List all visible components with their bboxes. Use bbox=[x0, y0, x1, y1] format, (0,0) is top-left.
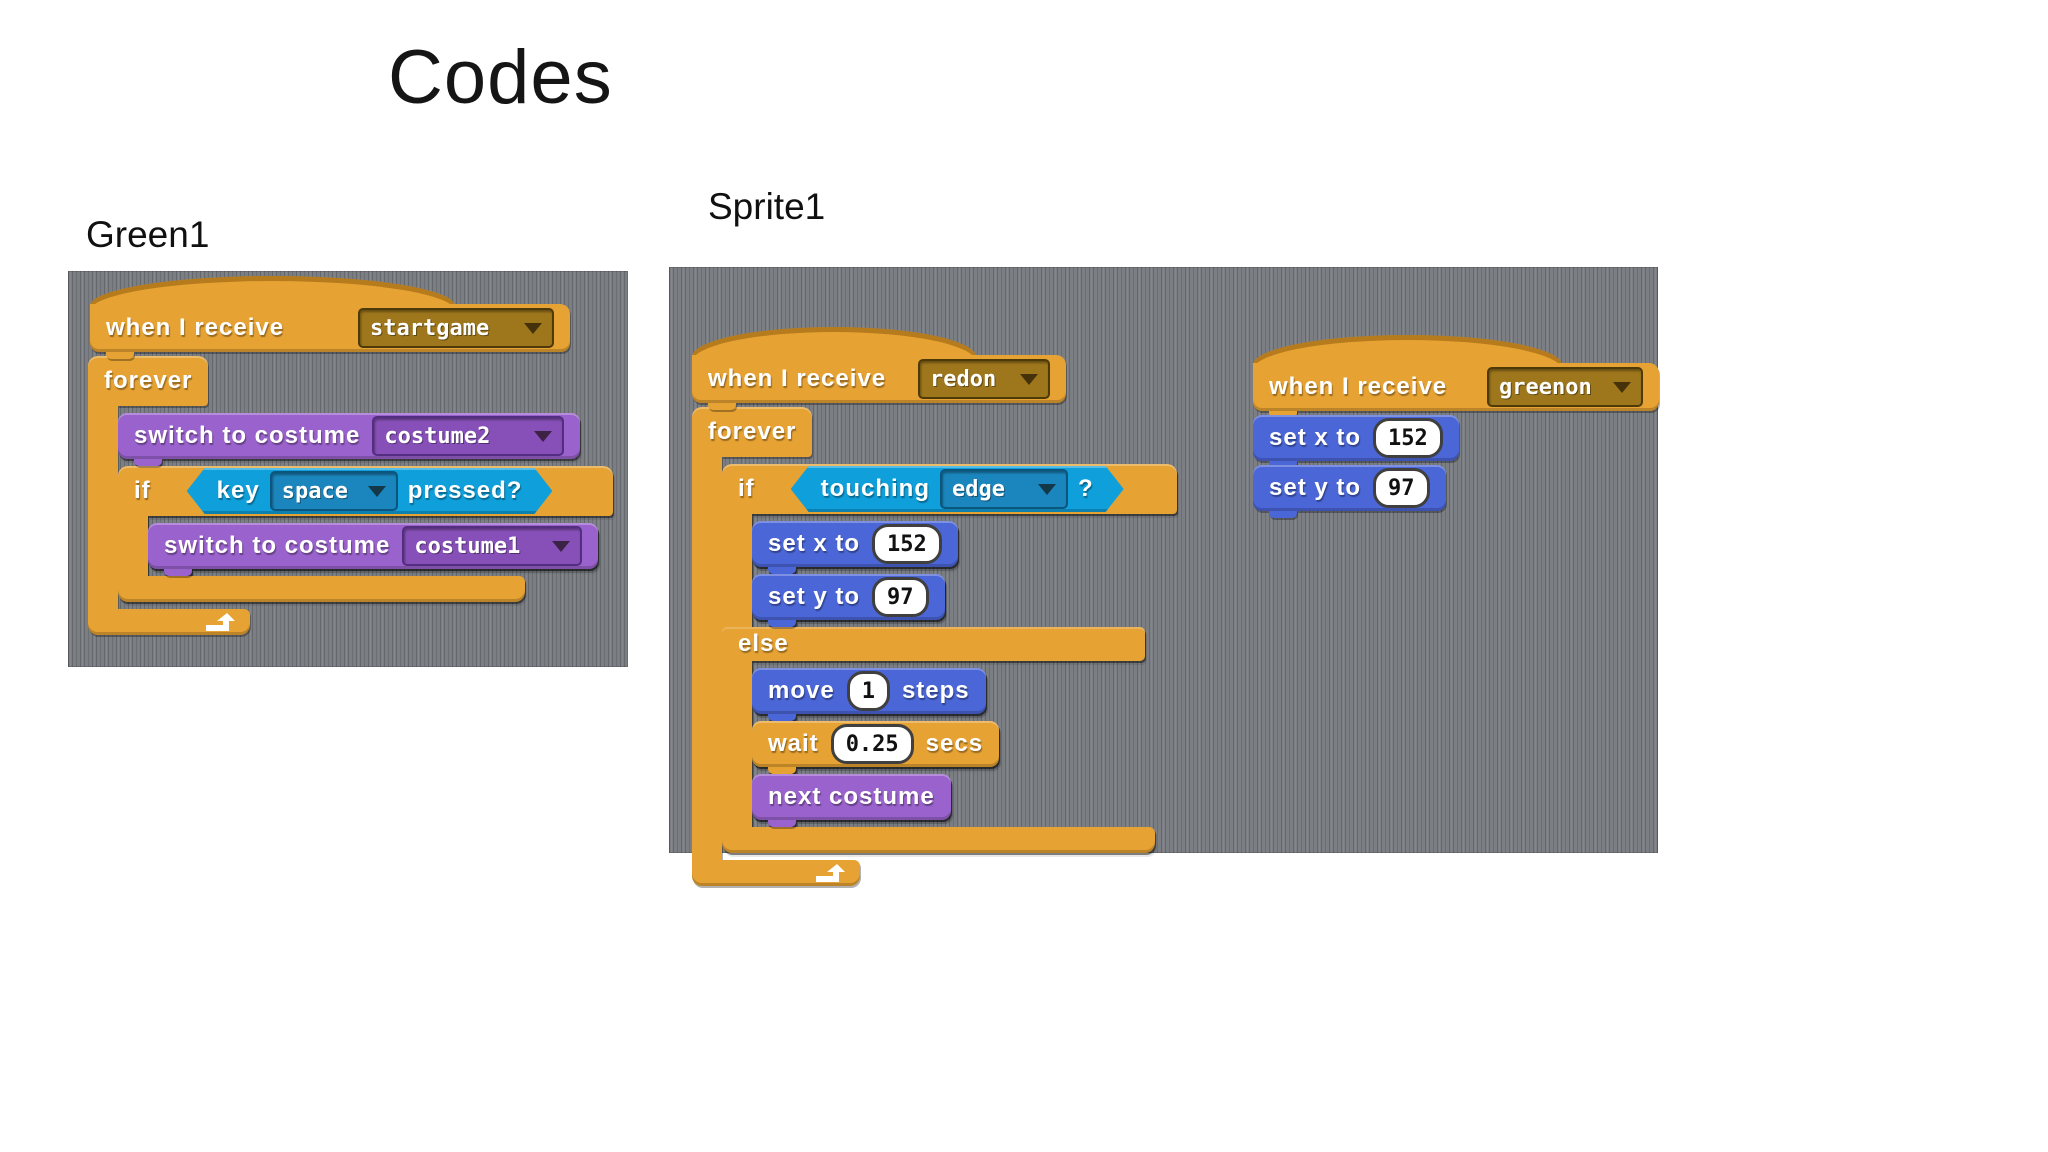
number-input[interactable]: 97 bbox=[872, 577, 929, 617]
condition-label: ? bbox=[1077, 475, 1094, 502]
block-label: set y to bbox=[1269, 474, 1362, 501]
dropdown-arrow-icon bbox=[552, 540, 571, 552]
if-bottom-bar[interactable] bbox=[722, 827, 1155, 853]
green1-script-panel: when I receive startgame forever switch … bbox=[68, 271, 628, 667]
touching-dropdown[interactable]: edge bbox=[940, 469, 1068, 509]
broadcast-dropdown[interactable]: greenon bbox=[1487, 367, 1643, 407]
dropdown-value: costume1 bbox=[414, 533, 521, 559]
block-label: steps bbox=[901, 677, 970, 704]
condition-label: pressed? bbox=[407, 477, 523, 504]
dropdown-value: greenon bbox=[1499, 374, 1592, 400]
number-input[interactable]: 152 bbox=[872, 524, 942, 564]
block-label: secs bbox=[925, 730, 984, 757]
block-if[interactable]: if key space pressed? bbox=[118, 466, 613, 602]
if-bottom-bar[interactable] bbox=[118, 576, 525, 602]
block-move-steps[interactable]: move 1 steps bbox=[752, 668, 986, 721]
block-label: next costume bbox=[768, 783, 935, 810]
if-top-bar[interactable]: if touching edge ? bbox=[722, 464, 1177, 514]
dropdown-value: startgame bbox=[370, 315, 490, 341]
number-input[interactable]: 152 bbox=[1373, 418, 1443, 458]
forever-arm[interactable] bbox=[692, 443, 722, 874]
dropdown-arrow-icon bbox=[1038, 484, 1056, 495]
green1-script: when I receive startgame forever switch … bbox=[88, 276, 613, 635]
dropdown-arrow-icon bbox=[368, 486, 386, 497]
block-switch-to-costume1[interactable]: switch to costume costume1 bbox=[148, 523, 599, 576]
block-set-y[interactable]: set y to 97 bbox=[752, 574, 945, 627]
dropdown-value: edge bbox=[951, 476, 1005, 502]
costume-dropdown[interactable]: costume2 bbox=[372, 416, 565, 456]
block-label: set x to bbox=[768, 530, 861, 557]
sprite1-label: Sprite1 bbox=[708, 186, 826, 227]
dropdown-value: space bbox=[281, 478, 348, 504]
block-when-i-receive-greenon[interactable]: when I receive greenon bbox=[1253, 335, 1659, 418]
dropdown-value: costume2 bbox=[384, 423, 491, 449]
block-when-i-receive-startgame[interactable]: when I receive startgame bbox=[90, 276, 570, 359]
green1-label: Green1 bbox=[86, 214, 210, 255]
sprite1-script-panel: when I receive redon forever if bbox=[669, 267, 1659, 886]
block-label: else bbox=[738, 630, 789, 657]
condition-key-pressed[interactable]: key space pressed? bbox=[187, 468, 553, 514]
slide-title: Codes bbox=[388, 35, 613, 120]
forever-top-bar[interactable]: forever bbox=[88, 356, 209, 406]
forever-bottom-bar[interactable] bbox=[88, 609, 250, 635]
block-switch-to-costume2[interactable]: switch to costume costume2 bbox=[118, 413, 581, 466]
forever-arm[interactable] bbox=[88, 392, 118, 623]
block-label: if bbox=[134, 477, 151, 504]
dropdown-arrow-icon bbox=[1613, 381, 1631, 393]
forever-top-bar[interactable]: forever bbox=[692, 407, 813, 457]
block-when-i-receive-redon[interactable]: when I receive redon bbox=[692, 327, 1066, 410]
loop-arrow-icon bbox=[816, 864, 845, 882]
block-label: wait bbox=[768, 730, 819, 757]
block-label: if bbox=[738, 475, 755, 502]
block-forever[interactable]: forever if touching edge bbox=[692, 407, 1177, 886]
hat-curve bbox=[90, 276, 455, 306]
key-dropdown[interactable]: space bbox=[270, 471, 398, 511]
costume-dropdown[interactable]: costume1 bbox=[402, 526, 583, 566]
block-label: when I receive bbox=[708, 365, 887, 392]
block-label: forever bbox=[708, 418, 797, 445]
broadcast-dropdown[interactable]: redon bbox=[918, 359, 1050, 399]
block-next-costume[interactable]: next costume bbox=[752, 774, 951, 827]
sprite1-main-script: when I receive redon forever if bbox=[692, 327, 1177, 886]
block-set-x[interactable]: set x to 152 bbox=[1253, 415, 1459, 468]
number-input[interactable]: 97 bbox=[1373, 468, 1430, 508]
if-arm[interactable] bbox=[118, 502, 148, 590]
block-label: when I receive bbox=[106, 314, 285, 341]
loop-arrow-icon bbox=[206, 613, 235, 631]
condition-label: key bbox=[216, 477, 260, 504]
if-top-bar[interactable]: if key space pressed? bbox=[118, 466, 613, 516]
number-input[interactable]: 1 bbox=[846, 671, 890, 711]
block-wait-secs[interactable]: wait 0.25 secs bbox=[752, 721, 1000, 774]
block-set-x[interactable]: set x to 152 bbox=[752, 521, 958, 574]
hat-curve bbox=[692, 327, 977, 357]
dropdown-arrow-icon bbox=[534, 430, 553, 442]
block-label: set y to bbox=[768, 583, 861, 610]
else-bar[interactable]: else bbox=[722, 627, 1145, 661]
number-input[interactable]: 0.25 bbox=[830, 724, 914, 764]
dropdown-value: redon bbox=[930, 366, 997, 392]
block-label: switch to costume bbox=[164, 532, 391, 559]
block-set-y[interactable]: set y to 97 bbox=[1253, 465, 1446, 518]
condition-touching-edge[interactable]: touching edge ? bbox=[791, 466, 1124, 512]
block-label: move bbox=[768, 677, 835, 704]
block-forever[interactable]: forever switch to costume costume2 if bbox=[88, 356, 613, 635]
sprite1-second-script: when I receive greenon set x to 152 set … bbox=[1253, 335, 1659, 518]
block-label: forever bbox=[104, 367, 193, 394]
forever-bottom-bar[interactable] bbox=[692, 860, 860, 886]
block-label: set x to bbox=[1269, 424, 1362, 451]
if-arm[interactable] bbox=[722, 500, 752, 841]
block-label: switch to costume bbox=[134, 422, 361, 449]
block-if-else[interactable]: if touching edge ? bbox=[722, 464, 1177, 853]
dropdown-arrow-icon bbox=[524, 322, 542, 334]
block-label: when I receive bbox=[1269, 373, 1448, 400]
hat-curve bbox=[1253, 335, 1562, 365]
condition-label: touching bbox=[820, 475, 930, 502]
broadcast-dropdown[interactable]: startgame bbox=[358, 308, 554, 348]
dropdown-arrow-icon bbox=[1020, 373, 1038, 385]
